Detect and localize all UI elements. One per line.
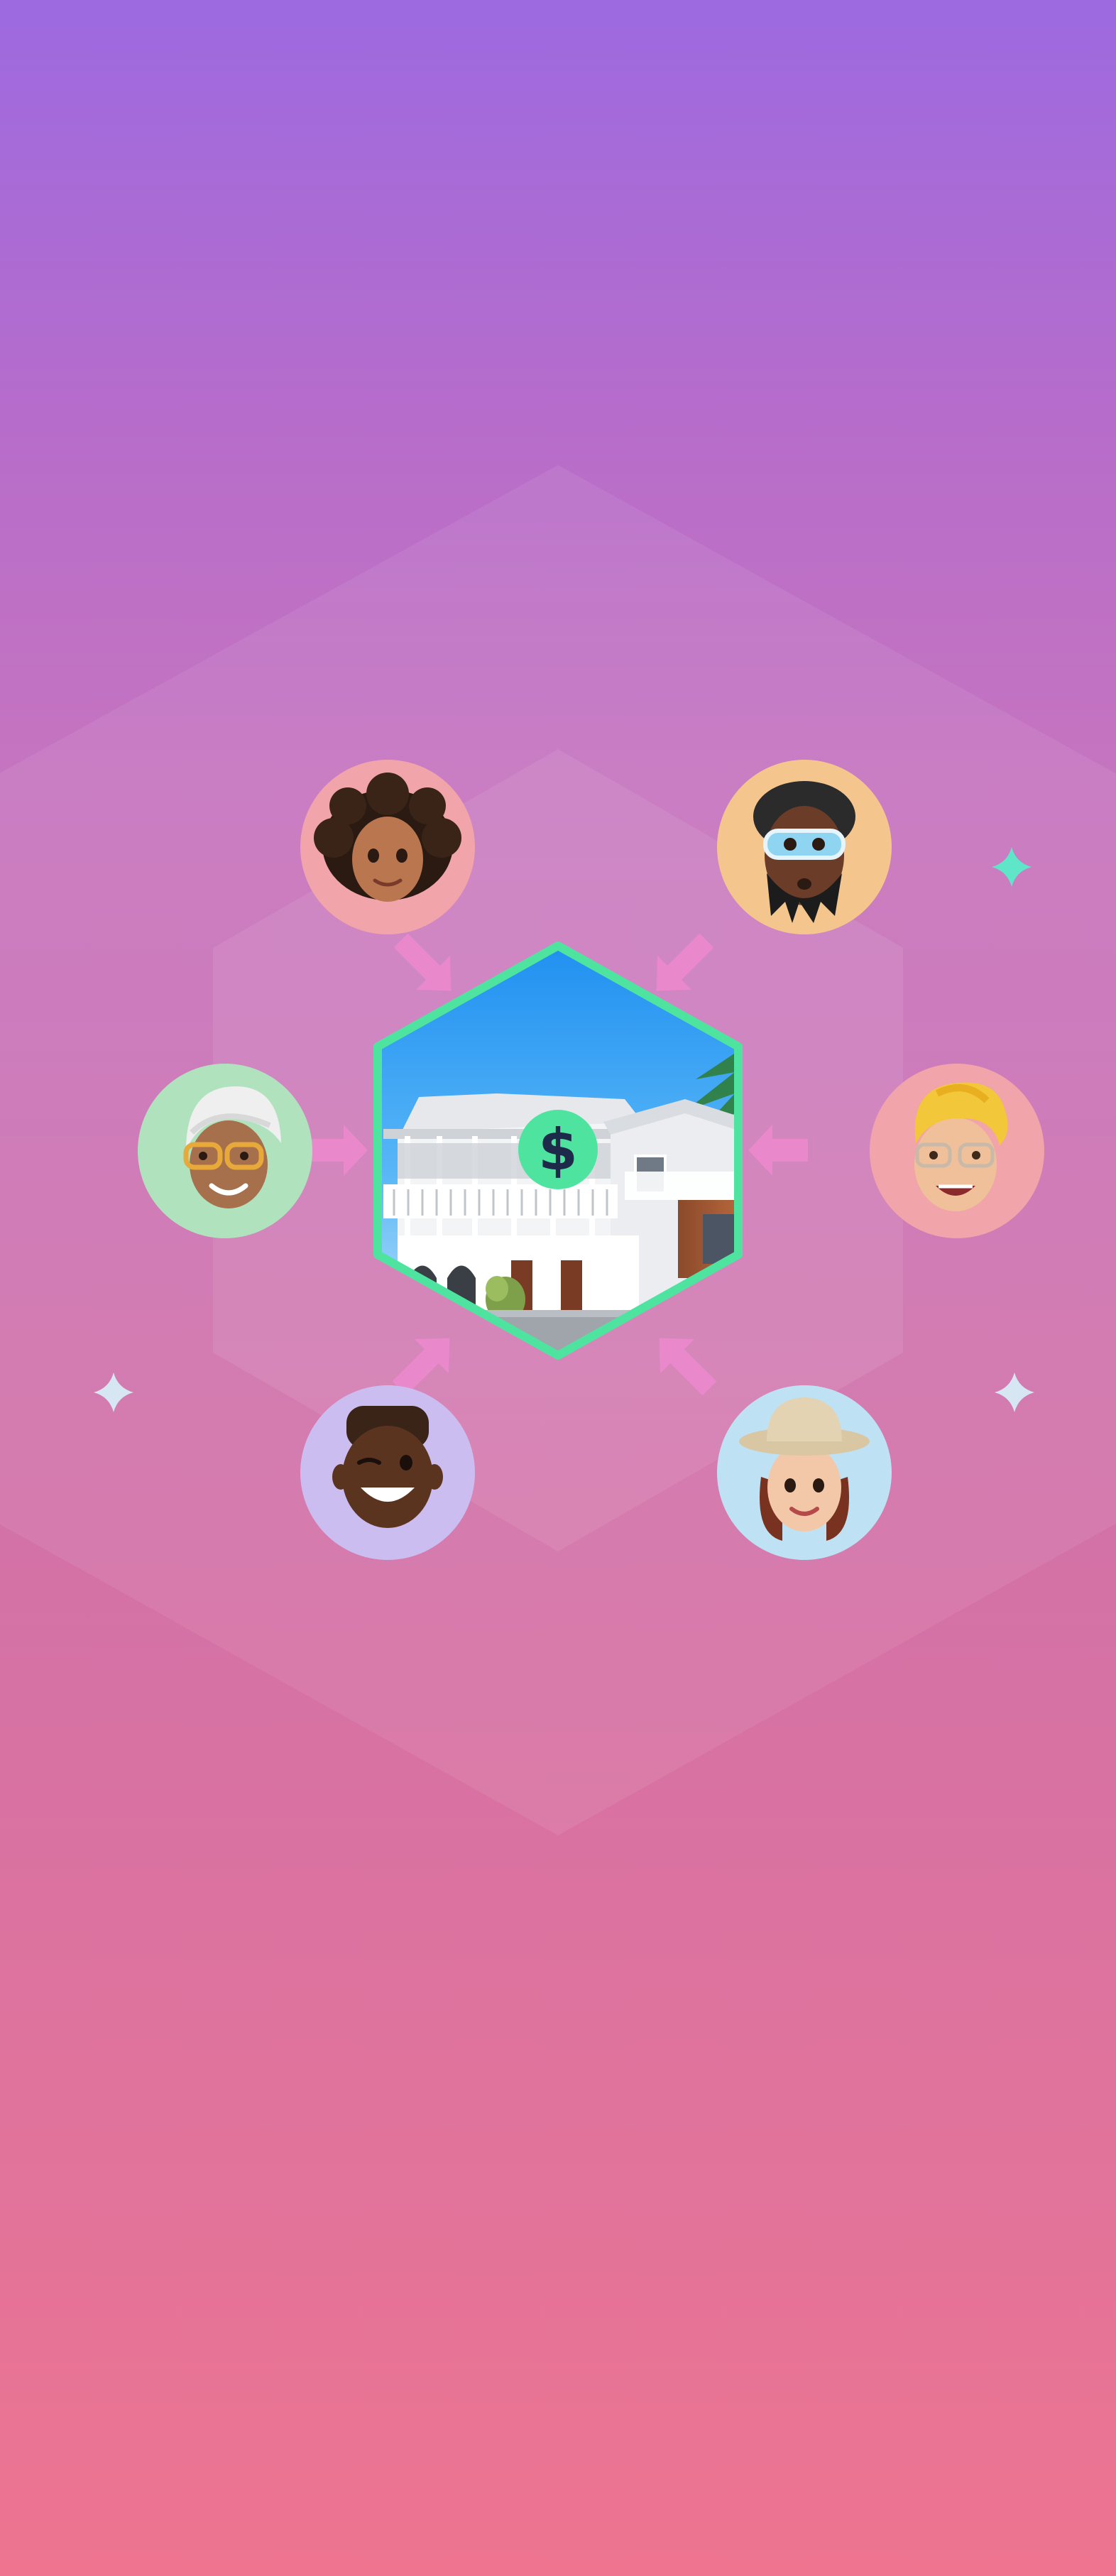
sparkle-icon	[94, 1372, 133, 1412]
avatar-bottom-right	[717, 1385, 892, 1560]
dollar-icon: $	[538, 1117, 578, 1183]
arrow-inward-icon	[392, 1338, 450, 1396]
arrow-inward-icon	[393, 933, 452, 991]
avatar-top-left	[300, 760, 475, 934]
avatar-middle-left	[138, 1064, 312, 1238]
memoji-curly-hair-icon	[314, 773, 461, 902]
memoji-blonde-glasses-icon	[914, 1082, 1008, 1211]
memoji-headwrap-glasses-icon	[183, 1086, 281, 1208]
sparkle-icon	[995, 1372, 1034, 1412]
avatar-top-right	[717, 760, 892, 934]
arrow-inward-icon	[656, 933, 714, 991]
arrow-inward-icon	[308, 1125, 368, 1176]
dollar-badge: $	[518, 1110, 598, 1189]
memoji-bucket-hat-icon	[739, 1397, 870, 1541]
memoji-wink-icon	[332, 1406, 443, 1528]
avatar-middle-right	[870, 1064, 1044, 1238]
arrow-inward-icon	[659, 1338, 717, 1396]
arrows	[308, 933, 808, 1396]
sparkle-icon	[992, 847, 1032, 887]
house-frame	[373, 942, 743, 1360]
avatar-bottom-left	[300, 1385, 475, 1560]
memoji-visor-icon	[753, 781, 855, 923]
arrow-inward-icon	[748, 1125, 808, 1176]
